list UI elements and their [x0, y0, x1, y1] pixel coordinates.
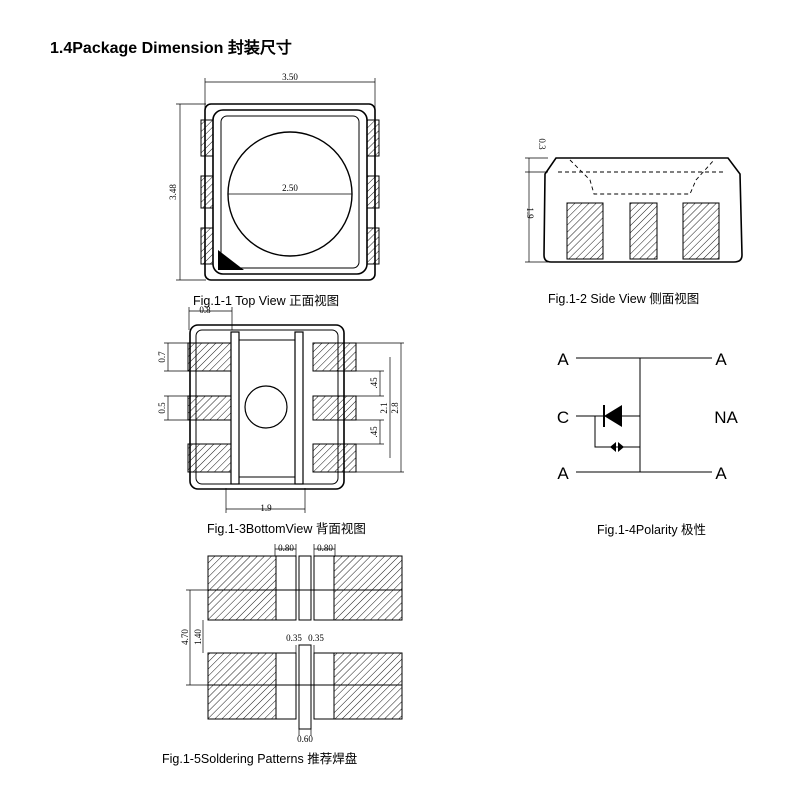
soldering-slot-left-label: 0.35 [286, 633, 302, 643]
fig-1-1-caption: Fig.1-1 Top View 正面视图 [193, 294, 340, 308]
side-view-height-label: 1.9 [525, 207, 535, 219]
polarity-right-bottom-label: A [715, 464, 727, 483]
top-view-lens-label: 2.50 [282, 183, 298, 193]
bottom-view-gap-upper-label: .45 [369, 377, 379, 389]
fig-1-2-caption: Fig.1-2 Side View 侧面视图 [548, 292, 700, 306]
bottom-view-pad-width-label: 0.8 [199, 305, 211, 315]
fig-1-4-caption: Fig.1-4Polarity 极性 [597, 523, 707, 537]
soldering-right-width-label: 0.80 [317, 543, 333, 553]
soldering-total-height-label: 4.70 [180, 629, 190, 645]
bottom-view-pad-height-top-label: 0.7 [157, 351, 167, 363]
polarity-left-top-label: A [557, 350, 569, 369]
top-view-width-label: 3.50 [282, 72, 298, 82]
soldering-gap-height-label: 1.40 [193, 629, 203, 645]
bottom-view-total-label: 2.8 [390, 402, 400, 414]
fig-1-5-caption: Fig.1-5Soldering Patterns 推荐焊盘 [162, 752, 358, 766]
soldering-pattern-drawing: 0.80 0.80 0.35 0.35 4.70 1.40 0 [180, 543, 403, 744]
polarity-left-bottom-label: A [557, 464, 569, 483]
polarity-left-mid-label: C [557, 408, 569, 427]
soldering-center-width-label: 0.60 [297, 734, 313, 744]
fig-1-3-caption: Fig.1-3BottomView 背面视图 [207, 522, 366, 536]
top-view-height-label: 3.48 [168, 184, 178, 200]
side-view-drawing: 0.3 1.9 [525, 138, 743, 263]
soldering-slot-right-label: 0.35 [308, 633, 324, 643]
side-view-top-label: 0.3 [537, 138, 547, 150]
bottom-view-span-label: 2.1 [379, 402, 389, 413]
soldering-left-width-label: 0.80 [278, 543, 294, 553]
bottom-view-gap-lower-label: .45 [369, 426, 379, 438]
top-view-drawing: 3.50 3.48 2.50 [168, 72, 380, 281]
polarity-right-mid-label: NA [714, 408, 738, 427]
polarity-diagram: A C A A NA A [557, 350, 739, 483]
polarity-right-top-label: A [715, 350, 727, 369]
page-title: 1.4Package Dimension 封装尺寸 [50, 40, 292, 57]
bottom-view-center-label: 1.9 [260, 503, 272, 513]
bottom-view-drawing: 0.8 0.7 0.5 . [157, 305, 404, 513]
bottom-view-pad-height-mid-label: 0.5 [157, 402, 167, 414]
